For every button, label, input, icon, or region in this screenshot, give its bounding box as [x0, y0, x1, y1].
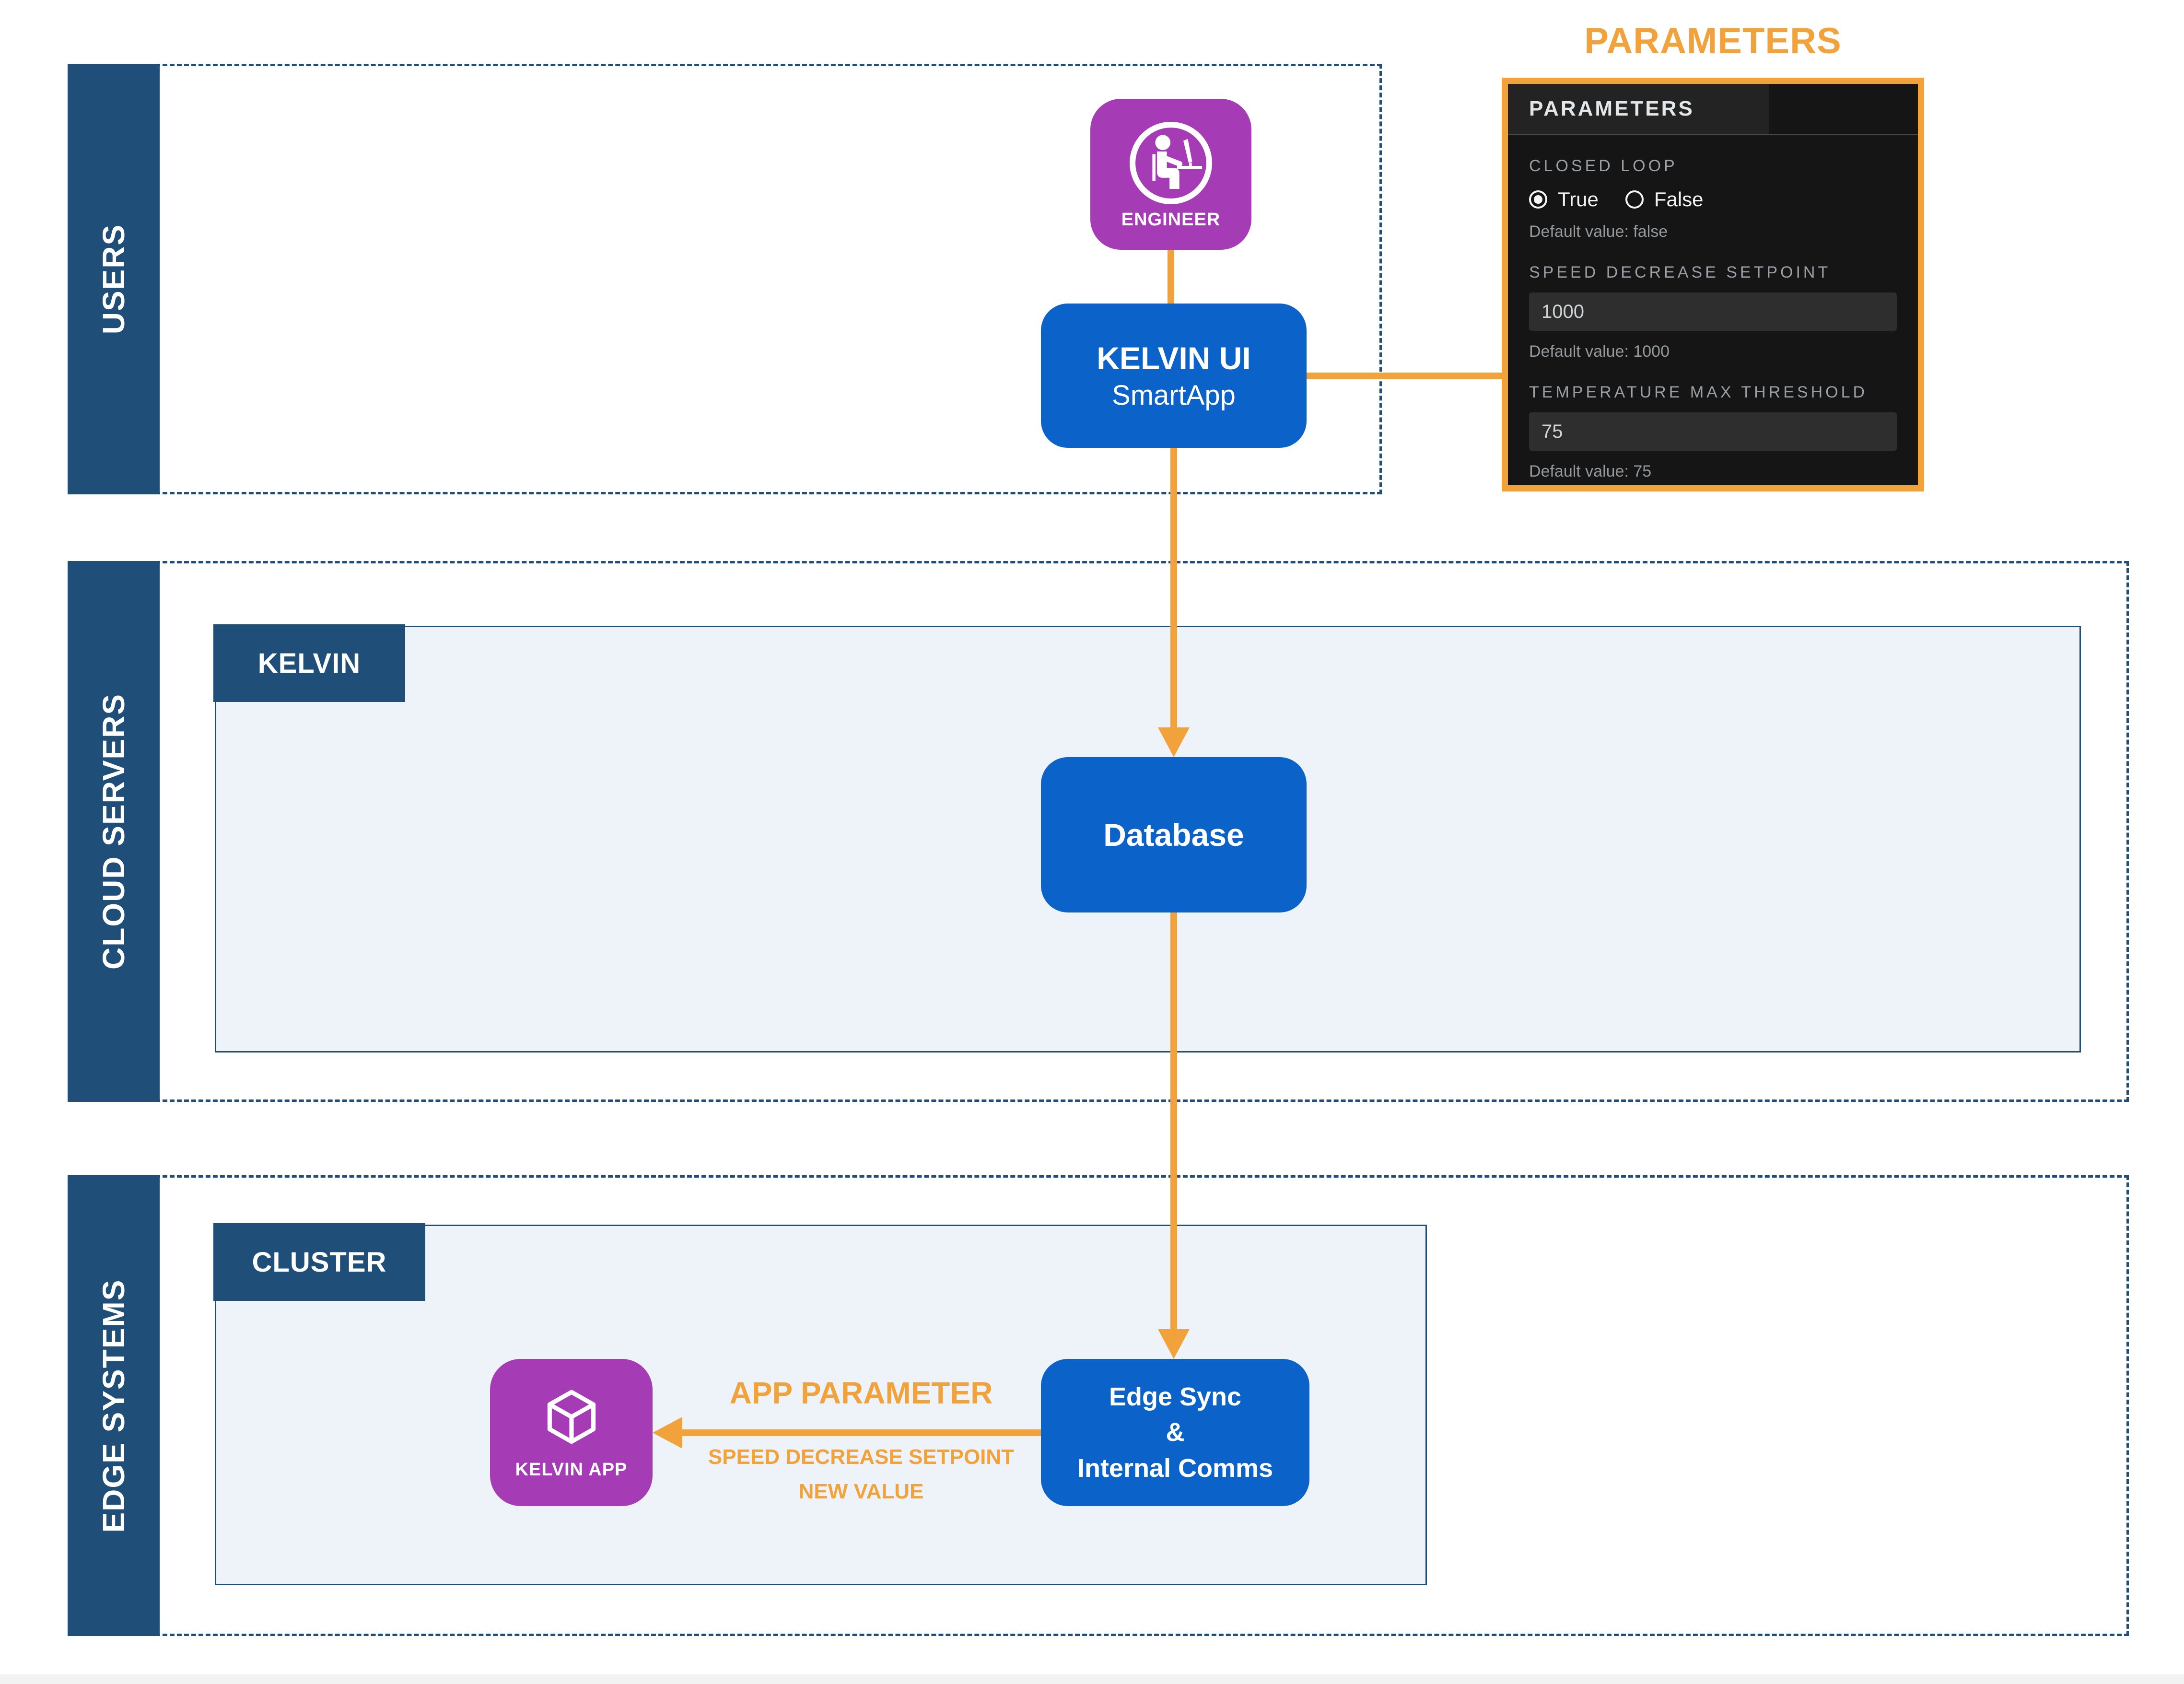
parameters-panel-header-title: PARAMETERS: [1529, 97, 1694, 120]
kelvin-container-tab: KELVIN: [213, 624, 405, 702]
arrowhead-into-edge-sync: [1158, 1329, 1190, 1359]
parameters-panel: PARAMETERS CLOSED LOOP True False Defaul…: [1502, 78, 1924, 491]
parameters-panel-heading: PARAMETERS: [1584, 21, 1842, 61]
users-band-label: USERS: [96, 223, 131, 335]
engineer-node: ENGINEER: [1090, 99, 1251, 250]
speed-decrease-setpoint-input[interactable]: [1529, 292, 1897, 331]
kelvin-ui-node-subtitle: SmartApp: [1112, 379, 1236, 411]
closed-loop-default-note: Default value: false: [1529, 222, 1668, 241]
connector-database-to-edge-sync: [1170, 912, 1177, 1330]
kelvin-container-label: KELVIN: [257, 647, 361, 679]
arrowhead-into-database: [1158, 727, 1190, 757]
connector-kelvin-ui-to-database: [1170, 447, 1177, 728]
cloud-servers-band-label: CLOUD SERVERS: [96, 693, 131, 970]
cloud-servers-band-tab: CLOUD SERVERS: [68, 561, 160, 1102]
engineer-at-computer-icon: [1126, 118, 1215, 208]
parameters-panel-header-background: [1508, 84, 1769, 134]
database-node-label: Database: [1103, 817, 1244, 853]
edge-sync-node-line1: Edge Sync: [1109, 1382, 1242, 1411]
temperature-max-threshold-input[interactable]: [1529, 412, 1897, 451]
edge-systems-band-tab: EDGE SYSTEMS: [68, 1175, 160, 1636]
radio-option-false[interactable]: False: [1625, 188, 1704, 211]
edge-sync-node-line3: Internal Comms: [1077, 1453, 1273, 1483]
parameters-panel-divider: [1508, 134, 1918, 135]
kelvin-ui-node: KELVIN UI SmartApp: [1041, 304, 1307, 448]
bottom-edge-strip: [0, 1674, 2184, 1684]
cluster-container-tab: CLUSTER: [213, 1223, 425, 1301]
app-parameter-arrow-detail-2: NEW VALUE: [798, 1480, 924, 1503]
closed-loop-radio-group: True False: [1529, 188, 1897, 211]
speed-decrease-setpoint-field-label: SPEED DECREASE SETPOINT: [1529, 263, 1831, 281]
connector-engineer-to-kelvin-ui: [1168, 249, 1174, 304]
cube-package-icon: [535, 1385, 608, 1458]
kelvin-ui-node-title: KELVIN UI: [1097, 340, 1251, 376]
engineer-node-label: ENGINEER: [1121, 210, 1221, 230]
radio-true-selected-icon[interactable]: [1529, 190, 1547, 209]
app-parameter-arrow-title: APP PARAMETER: [729, 1376, 993, 1410]
temperature-max-threshold-field-label: TEMPERATURE MAX THRESHOLD: [1529, 383, 1868, 401]
database-node: Database: [1041, 757, 1307, 912]
edge-systems-band-label: EDGE SYSTEMS: [96, 1279, 131, 1532]
closed-loop-field-label: CLOSED LOOP: [1529, 157, 1678, 175]
edge-sync-node-line2: &: [1166, 1418, 1185, 1447]
app-parameter-arrow-detail-1: SPEED DECREASE SETPOINT: [708, 1445, 1015, 1469]
radio-false-unselected-icon[interactable]: [1625, 190, 1644, 209]
kelvin-app-node: KELVIN APP: [490, 1359, 653, 1506]
temperature-max-threshold-default-note: Default value: 75: [1529, 462, 1652, 480]
parameters-panel-body: CLOSED LOOP True False Default value: fa…: [1529, 135, 1897, 485]
radio-false-label[interactable]: False: [1654, 188, 1704, 210]
kelvin-app-node-label: KELVIN APP: [515, 1460, 628, 1480]
arrowhead-into-kelvin-app: [653, 1417, 682, 1449]
edge-sync-node: Edge Sync & Internal Comms: [1041, 1359, 1309, 1506]
connector-edge-sync-to-kelvin-app: [681, 1429, 1042, 1436]
speed-decrease-setpoint-default-note: Default value: 1000: [1529, 342, 1670, 361]
radio-option-true[interactable]: True: [1529, 188, 1599, 211]
radio-true-label[interactable]: True: [1558, 188, 1599, 210]
users-band-tab: USERS: [68, 64, 160, 494]
connector-kelvin-ui-to-parameters-panel: [1306, 373, 1503, 379]
cluster-container-label: CLUSTER: [252, 1246, 387, 1278]
